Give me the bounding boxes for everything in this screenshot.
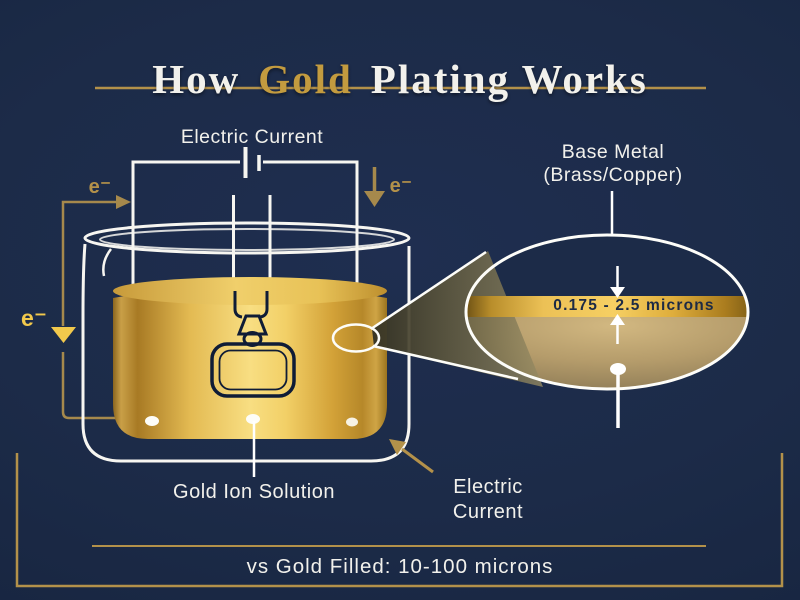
ion-dot bbox=[145, 416, 159, 426]
cone-edge-bottom bbox=[372, 344, 519, 381]
magnification-cone bbox=[372, 251, 543, 387]
electric-current-arrow bbox=[389, 439, 434, 474]
label-electric-current-bottom: Electric Current bbox=[453, 475, 523, 525]
pendant-bail bbox=[236, 314, 269, 336]
cone-edge-top bbox=[370, 250, 487, 331]
label-electron-top-left: e⁻ bbox=[88, 176, 112, 198]
electric-current-bottom-line2: Current bbox=[452, 501, 524, 523]
title-part1: How bbox=[152, 56, 241, 103]
label-gold-ion-solution: Gold Ion Solution bbox=[173, 481, 335, 503]
label-electric-current-top: Electric Current bbox=[180, 126, 324, 148]
title-gold-word: Gold bbox=[258, 56, 353, 103]
electric-current-bottom-line1: Electric bbox=[453, 476, 523, 498]
arrow-down-bright-icon bbox=[51, 327, 76, 343]
beaker-spout bbox=[102, 248, 113, 277]
electron-arrow-right bbox=[364, 167, 385, 207]
ion-dot bbox=[346, 417, 358, 427]
arrow-right-icon bbox=[116, 195, 131, 209]
label-electron-right: e⁻ bbox=[389, 175, 413, 197]
page-title: How Gold Plating Works bbox=[0, 55, 800, 103]
base-metal-pin bbox=[610, 363, 626, 375]
base-metal-line2: (Brass/Copper) bbox=[543, 164, 683, 186]
battery-icon bbox=[243, 147, 261, 178]
arrow-down-icon bbox=[364, 191, 385, 207]
electron-path-left bbox=[51, 195, 148, 420]
magnifier-ellipse bbox=[331, 323, 381, 353]
footer-comparison-note: vs Gold Filled: 10-100 microns bbox=[246, 555, 554, 578]
pendant bbox=[210, 291, 296, 398]
title-part2: Plating Works bbox=[370, 56, 648, 103]
footer-frame bbox=[15, 453, 784, 588]
base-metal-line1: Base Metal bbox=[561, 141, 665, 163]
gold-layer-band bbox=[466, 296, 748, 317]
ion-dot bbox=[246, 414, 260, 424]
gold-solution bbox=[113, 277, 387, 439]
label-plating-thickness: 0.175 - 2.5 microns bbox=[553, 297, 715, 314]
label-electron-mid-left: e⁻ bbox=[21, 305, 47, 331]
magnified-view bbox=[372, 233, 750, 428]
label-base-metal: Base Metal (Brass/Copper) bbox=[543, 141, 682, 187]
circuit-wires bbox=[131, 160, 359, 298]
beaker bbox=[81, 221, 411, 463]
pendant-body bbox=[210, 342, 296, 398]
